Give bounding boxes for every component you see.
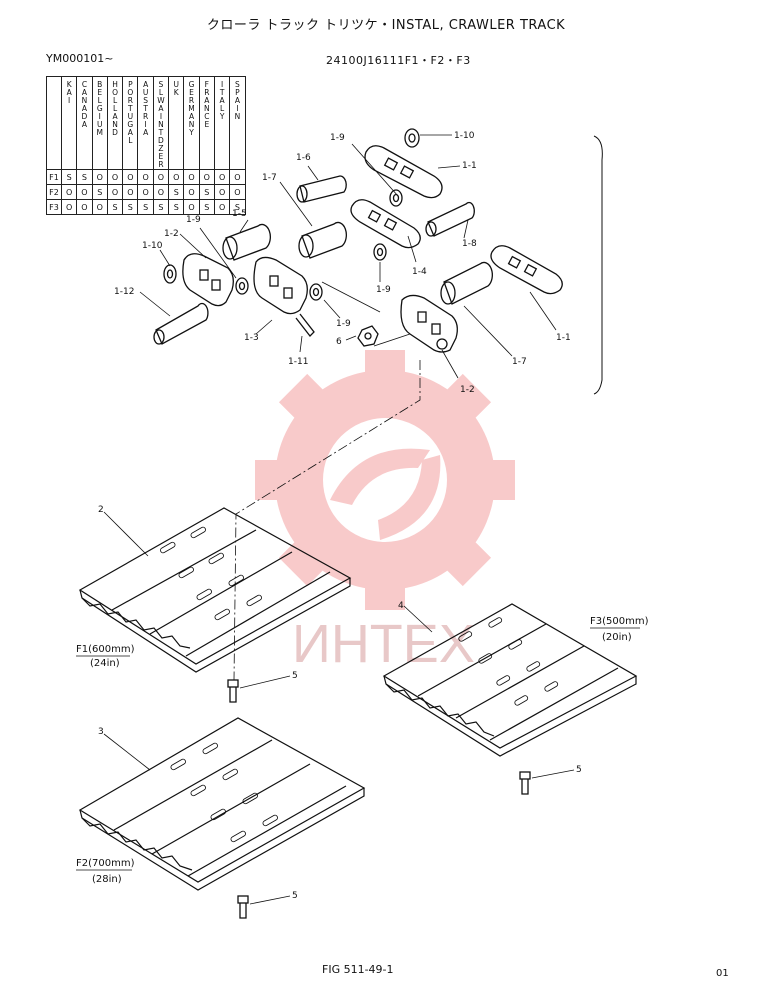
bushing-1-7 [298,221,347,259]
track-shoe-f2 [78,717,366,891]
callout-1-10-top: 1-10 [454,131,475,141]
callout-5-a: 5 [292,671,298,681]
shoe-width-f2-inch: (28in) [92,874,122,885]
callout-1-9-left: 1-9 [186,215,201,225]
watermark-gear-icon [255,350,515,610]
table-cell: S [122,199,139,215]
washer-1-9-c [309,283,323,301]
callout-1-11: 1-11 [288,357,308,367]
track-link-1-1-right [490,245,563,295]
callout-2: 2 [98,505,104,515]
page-title: クローラ トラック トリツケ・INSTAL, CRAWLER TRACK [206,18,566,33]
bushing-1-7-right [440,261,493,305]
shoe-width-f3-inch: (20in) [602,632,632,643]
bolt-5-a [227,679,239,703]
callout-1-5: 1-5 [232,209,247,219]
callout-1-8: 1-8 [462,239,477,249]
table-cell: S [152,199,170,215]
pin-1-6 [296,175,347,203]
callout-3: 3 [98,727,104,737]
washer-1-10-left [163,264,177,284]
pin-1-12 [153,302,209,345]
shoe-width-f1-inch: (24in) [90,658,120,669]
bushing-1-5 [222,223,271,261]
washer-1-9-b [373,243,387,261]
track-link-1-4 [350,199,421,249]
shoe-width-f1: F1(600mm) [76,644,135,655]
callout-1-9-low: 1-9 [336,319,351,329]
track-shoe-f3 [382,603,638,757]
callout-5-c: 5 [292,891,298,901]
nut-6 [357,325,379,347]
callout-1-6: 1-6 [296,153,311,163]
callout-1-3: 1-3 [244,333,259,343]
figure-number: FIG 511-49-1 [322,963,394,976]
table-cell: O [60,199,78,215]
part-number: 24100J16111F1・F2・F3 [326,54,471,67]
page-number: 01 [716,968,729,979]
track-link-1-2-center [400,294,458,353]
callout-6: 6 [336,337,342,347]
track-link-1-2-left [182,253,234,307]
callout-4: 4 [398,601,404,611]
track-link-1-1-top [364,145,443,199]
callout-1-2-center: 1-2 [460,385,475,395]
track-shoe-f1 [78,507,352,673]
pin-1-8 [425,201,475,237]
washer-1-9-a [389,189,403,207]
callout-1-9-top: 1-9 [330,133,345,143]
callout-1-9-mid: 1-9 [376,285,391,295]
shoe-width-f2: F2(700mm) [76,858,135,869]
watermark-text: ИНТЕХ [292,614,475,674]
callout-1-2-left: 1-2 [164,229,179,239]
bolt-5-b [519,771,531,795]
callout-1-10-left: 1-10 [142,241,163,251]
callout-1-1-right: 1-1 [556,333,571,343]
track-link-1-3 [253,256,308,315]
cotter-pin-1-11 [295,313,315,337]
shoe-width-f3: F3(500mm) [590,616,649,627]
callout-1-7-right: 1-7 [512,357,527,367]
callout-1-7-left: 1-7 [262,173,277,183]
table-cell: S [229,199,246,215]
serial-range: YM000101~ [46,52,114,65]
callout-1-12: 1-12 [114,287,134,297]
callout-5-b: 5 [576,765,582,775]
table-cell: S [137,199,154,215]
washer-1-10-top [404,128,420,148]
callout-1-4: 1-4 [412,267,427,277]
bolt-5-c [237,895,249,919]
washer-1-9-d [235,277,249,295]
callout-1-1-top: 1-1 [462,161,477,171]
